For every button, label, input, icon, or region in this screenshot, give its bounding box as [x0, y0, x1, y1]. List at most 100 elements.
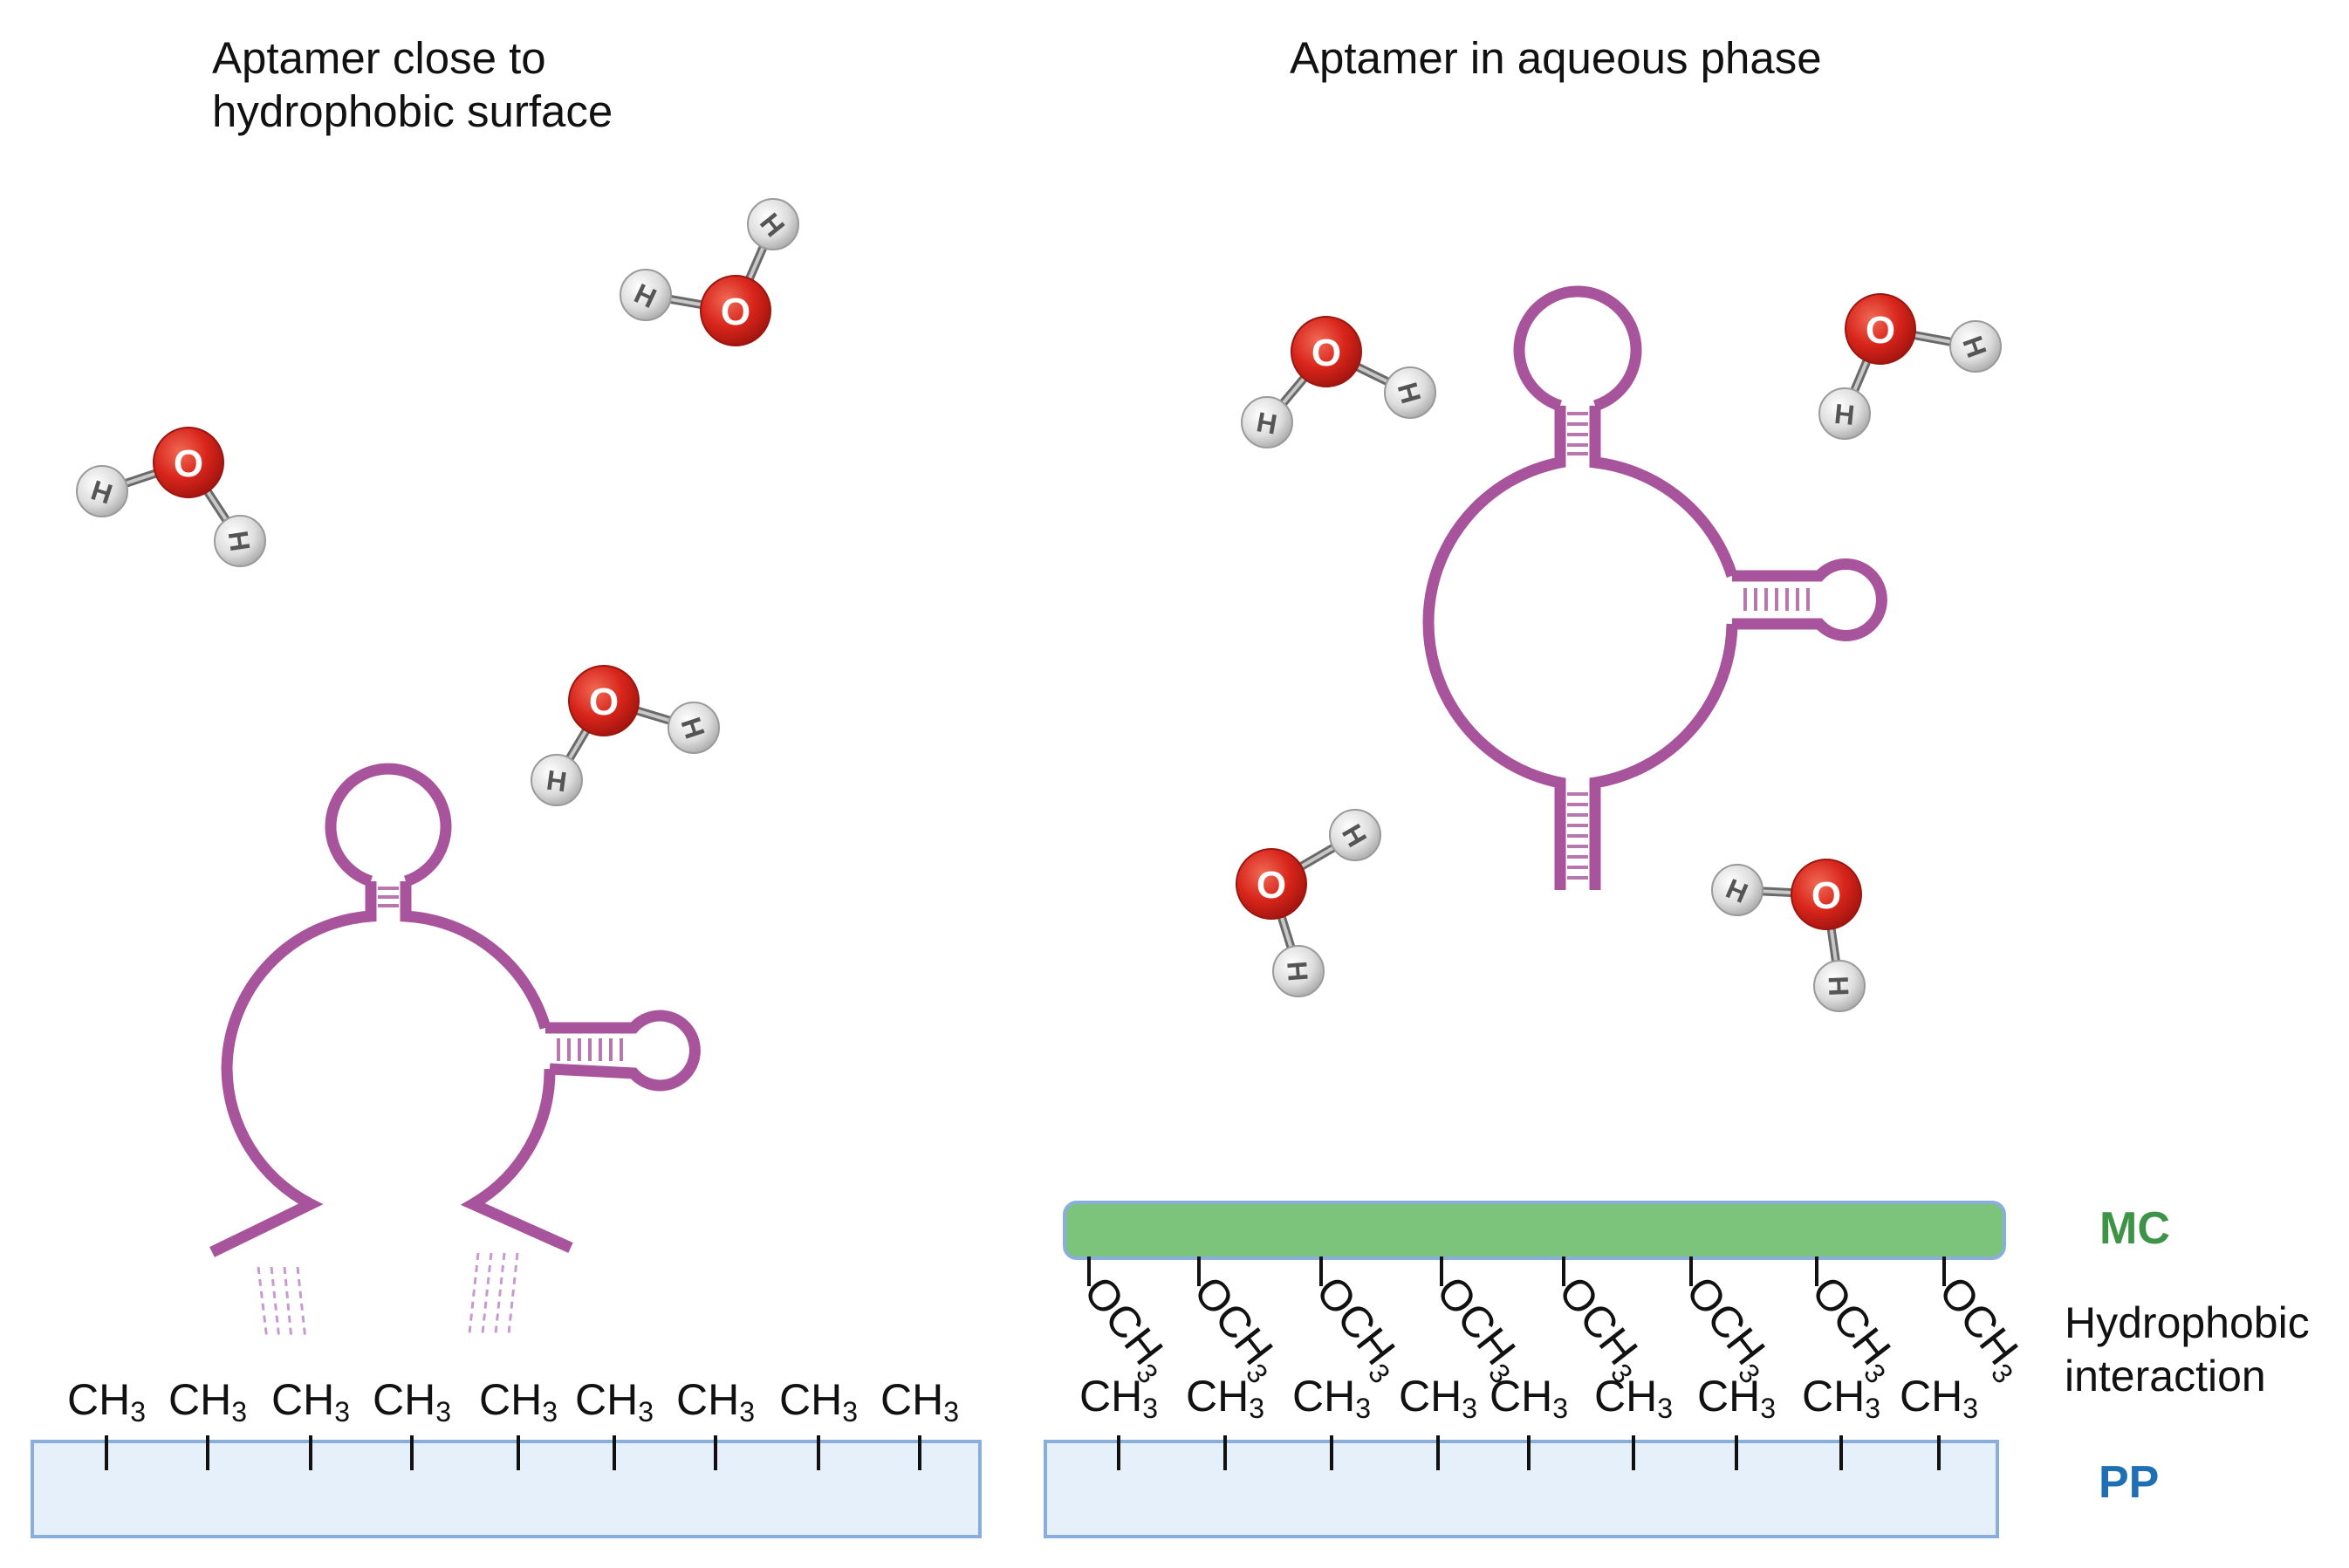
hydrogen-atom: H [668, 702, 720, 754]
water-molecule: HHO [1818, 293, 2002, 440]
methyl-group: CH3 [1292, 1372, 1371, 1470]
svg-text:CH3: CH3 [779, 1375, 858, 1428]
oxygen-symbol: O [1811, 874, 1841, 917]
methyl-group: CH3 [373, 1375, 451, 1470]
water-molecule: HHO [531, 665, 720, 806]
hydrogen-atom: H [1949, 320, 2002, 373]
svg-text:CH3: CH3 [271, 1375, 350, 1428]
methyl-group: CH3 [1399, 1372, 1477, 1470]
hydrogen-symbol: H [223, 529, 257, 553]
methyl-group: CH3 [1697, 1372, 1776, 1470]
oxygen-symbol: O [1866, 309, 1895, 352]
methyl-group: CH3 [1900, 1372, 1978, 1470]
left-aptamer [209, 763, 701, 1340]
water-molecule: HHO [620, 198, 799, 346]
methyl-group: CH3 [271, 1375, 350, 1470]
methyl-group: CH3 [1802, 1372, 1880, 1470]
methyl-subscript: 3 [739, 1396, 755, 1428]
hydrogen-atom: H [1241, 396, 1293, 448]
methyl-label: CH [1802, 1372, 1865, 1421]
methoxy-group: OCH3 [1306, 1256, 1405, 1389]
methyl-subscript: 3 [130, 1396, 146, 1428]
mc-label: MC [2099, 1203, 2170, 1254]
methoxy-group: OCH3 [1802, 1256, 1900, 1389]
methyl-label: CH [168, 1375, 231, 1424]
methyl-subscript: 3 [638, 1396, 654, 1428]
oxygen-atom: O [1291, 316, 1362, 387]
methyl-label: CH [1079, 1372, 1142, 1421]
hydrophobic-interaction-label-line2: interaction [2065, 1352, 2266, 1400]
methyl-label: CH [271, 1375, 334, 1424]
svg-text:CH3: CH3 [67, 1375, 146, 1428]
methyl-subscript: 3 [1249, 1393, 1264, 1424]
svg-text:CH3: CH3 [1802, 1372, 1880, 1424]
svg-text:CH3: CH3 [1697, 1372, 1776, 1424]
methyl-subscript: 3 [1865, 1393, 1880, 1424]
oxygen-atom: O [153, 427, 224, 498]
svg-text:CH3: CH3 [168, 1375, 247, 1428]
methyl-group: CH3 [479, 1375, 558, 1470]
right-pp-surface [1044, 1440, 1999, 1538]
methoxy-group: OCH3 [1929, 1256, 2028, 1389]
methyl-subscript: 3 [842, 1396, 858, 1428]
methyl-label: CH [1900, 1372, 1962, 1421]
methyl-label: CH [479, 1375, 542, 1424]
oxygen-symbol: O [1257, 864, 1286, 907]
left-panel-title-line2: hydrophobic surface [212, 86, 613, 136]
svg-text:CH3: CH3 [1490, 1372, 1568, 1424]
methoxy-group: OCH3 [1427, 1256, 1525, 1389]
hydrogen-atom: H [1818, 387, 1871, 440]
hydrogen-atom: H [1272, 945, 1325, 997]
svg-text:CH3: CH3 [1594, 1372, 1673, 1424]
methyl-subscript: 3 [334, 1396, 350, 1428]
oxygen-atom: O [1845, 293, 1916, 365]
methoxy-group: OCH3 [1074, 1256, 1173, 1389]
methyl-label: CH [67, 1375, 130, 1424]
svg-text:CH3: CH3 [1399, 1372, 1477, 1424]
right-aptamer [1422, 285, 1887, 890]
methyl-subscript: 3 [1552, 1393, 1568, 1424]
methyl-label: CH [575, 1375, 638, 1424]
methoxy-group: OCH3 [1676, 1256, 1775, 1389]
water-molecule: HHO [76, 427, 266, 567]
methyl-subscript: 3 [943, 1396, 959, 1428]
svg-text:CH3: CH3 [575, 1375, 654, 1428]
hydrogen-atom: H [531, 754, 583, 806]
methyl-label: CH [1399, 1372, 1462, 1421]
methyl-group: CH3 [779, 1375, 858, 1470]
methyl-subscript: 3 [542, 1396, 558, 1428]
svg-text:CH3: CH3 [373, 1375, 451, 1428]
methyl-group: CH3 [1594, 1372, 1673, 1470]
hydrogen-symbol: H [1281, 960, 1314, 983]
hydrogen-atom: H [1813, 960, 1866, 1012]
methyl-group: CH3 [880, 1375, 959, 1470]
hydrogen-atom: H [1329, 809, 1381, 861]
right-panel-title: Aptamer in aqueous phase [1290, 33, 1822, 83]
methyl-label: CH [779, 1375, 842, 1424]
methyl-label: CH [676, 1375, 739, 1424]
methyl-group: CH3 [676, 1375, 755, 1470]
methyl-label: CH [1186, 1372, 1249, 1421]
methyl-label: CH [1490, 1372, 1552, 1421]
hydrophobic-interaction-label-line1: Hydrophobic [2065, 1298, 2310, 1347]
mc-layer [1063, 1201, 2006, 1260]
hydrogen-atom: H [76, 465, 128, 517]
methyl-label: CH [1594, 1372, 1657, 1421]
oxygen-symbol: O [589, 681, 619, 723]
methyl-label: CH [880, 1375, 943, 1424]
methoxy-group: OCH3 [1549, 1256, 1647, 1389]
svg-text:CH3: CH3 [1900, 1372, 1978, 1424]
methyl-subscript: 3 [1355, 1393, 1371, 1424]
oxygen-symbol: O [721, 291, 750, 333]
methyl-label: CH [1697, 1372, 1760, 1421]
oxygen-atom: O [700, 275, 771, 346]
svg-text:CH3: CH3 [676, 1375, 755, 1428]
methyl-group: CH3 [67, 1375, 146, 1470]
methyl-subscript: 3 [1462, 1393, 1477, 1424]
water-molecule: HHO [1241, 316, 1436, 448]
